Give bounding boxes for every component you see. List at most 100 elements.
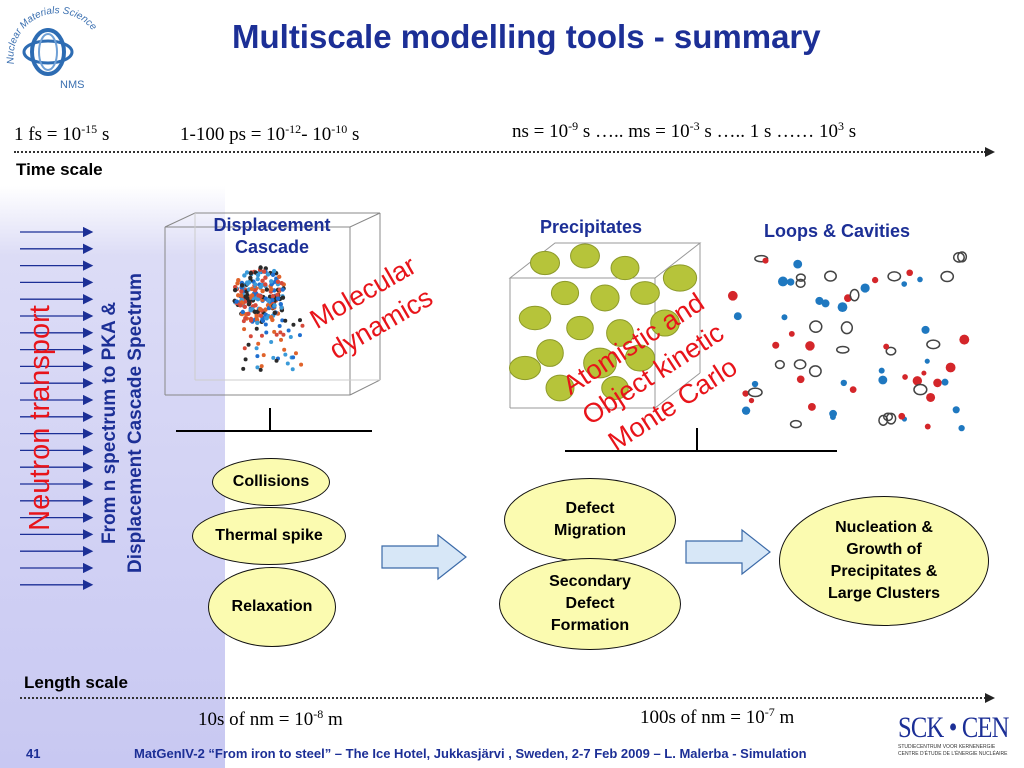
cascade-atom (297, 333, 302, 338)
cascade-atom (291, 322, 296, 327)
cascade-atom (274, 358, 279, 363)
cascade-atom (272, 329, 277, 334)
cascade-atom (275, 279, 281, 284)
length-10s-nm: 10s of nm = 10-8 m (198, 707, 343, 730)
cascade-atom (239, 283, 245, 288)
logo-abbr: NMS (60, 79, 84, 91)
loop (837, 302, 848, 312)
cascade-atom (261, 353, 266, 358)
cascade-atom (253, 282, 258, 287)
cascade-atom (282, 347, 287, 352)
loop (901, 281, 908, 287)
cascade-atom (286, 328, 291, 333)
cavity (795, 278, 806, 288)
cascade-atom (248, 334, 253, 339)
cascade-atom (297, 318, 302, 323)
footer-text: MatGenIV-2 “From iron to steel” – The Ic… (134, 746, 807, 761)
cavity (793, 359, 807, 370)
loop (742, 390, 749, 397)
cascade-atom (248, 270, 254, 276)
loop (772, 341, 780, 349)
md-bar (176, 430, 372, 432)
loop (741, 406, 751, 415)
cascade-atom (276, 274, 282, 280)
secondary-defect-ellipse: Secondary Defect Formation (499, 558, 681, 650)
relaxation-ellipse: Relaxation (208, 567, 336, 647)
precipitate-cluster (630, 281, 660, 305)
cascade-atom (242, 327, 247, 332)
loop (906, 269, 913, 277)
cascade-atom (240, 309, 246, 315)
cascade-atom (275, 292, 280, 298)
precipitate-cluster (536, 339, 564, 367)
loop (805, 341, 815, 351)
cascade-atom (255, 365, 260, 370)
block-arrow-2 (685, 528, 771, 576)
precipitate-cluster (583, 347, 617, 379)
time-ns-to-s: ns = 10-9 s ….. ms = 10-3 s ….. 1 s …… 1… (512, 119, 857, 142)
block-arrow-1 (381, 533, 467, 581)
precipitates-image (508, 242, 702, 409)
loop (778, 276, 788, 287)
cascade-atom (246, 301, 252, 307)
cascade-atom (291, 355, 296, 360)
cascade-atom (244, 270, 250, 275)
loop (788, 330, 795, 337)
cascade-atom (258, 284, 263, 289)
cascade-atom (290, 367, 295, 372)
loop (860, 283, 870, 293)
cascade-atom (270, 293, 276, 299)
cascade-atom (256, 341, 261, 346)
loop (878, 375, 888, 385)
loop (840, 379, 847, 387)
loop (952, 406, 960, 414)
time-fs: 1 fs = 10-15 s (14, 122, 110, 145)
length-scale-label: Length scale (24, 673, 128, 692)
loop (762, 257, 769, 264)
kmc-bar (565, 450, 837, 452)
loop (945, 362, 956, 373)
loop (781, 314, 788, 321)
cascade-atom (245, 295, 250, 301)
sck-cen-sub2: CENTRE D’ÉTUDE DE L’ÉNERGIE NUCLÉAIRE (898, 751, 1008, 757)
loop (849, 386, 857, 394)
cascade-atom (232, 287, 238, 293)
cascade-atom (260, 278, 265, 284)
cascade-atom (238, 303, 243, 308)
sck-cen-name: SCK • CEN (898, 711, 1009, 744)
cascade-atom (259, 333, 264, 338)
cascade-atom (280, 287, 285, 292)
cascade-atom (242, 273, 247, 278)
cascade-atom (235, 281, 240, 286)
cavity (849, 288, 860, 302)
cascade-atom (283, 352, 288, 357)
cavity (952, 251, 965, 263)
cascade-atom (258, 294, 263, 299)
cascade-atom (253, 303, 258, 308)
cascade-image (164, 212, 381, 396)
loop (958, 424, 965, 432)
loop (821, 299, 830, 308)
pka-label: From n spectrum to PKA & Displacement Ca… (99, 273, 146, 573)
cascade-atom (293, 351, 298, 356)
cascade-atom (241, 366, 246, 371)
loop (898, 412, 906, 420)
cascade-atom (281, 332, 286, 337)
loop (871, 276, 879, 284)
cascade-atom (254, 326, 259, 331)
cascade-atom (264, 330, 269, 335)
precipitate-cluster (606, 319, 634, 347)
loop (933, 378, 942, 388)
cascade-atom (242, 304, 248, 309)
precipitate-cluster (529, 250, 561, 276)
md-stem (269, 408, 271, 430)
length-100s-nm: 100s of nm = 10-7 m (640, 705, 795, 728)
cascade-atom (263, 307, 268, 312)
loop (921, 370, 927, 376)
cascade-atom (258, 265, 263, 270)
loop (786, 278, 795, 286)
cavity (840, 321, 854, 335)
loop (941, 378, 949, 386)
cascade-atom (263, 282, 268, 287)
cascade-atom (272, 310, 277, 315)
